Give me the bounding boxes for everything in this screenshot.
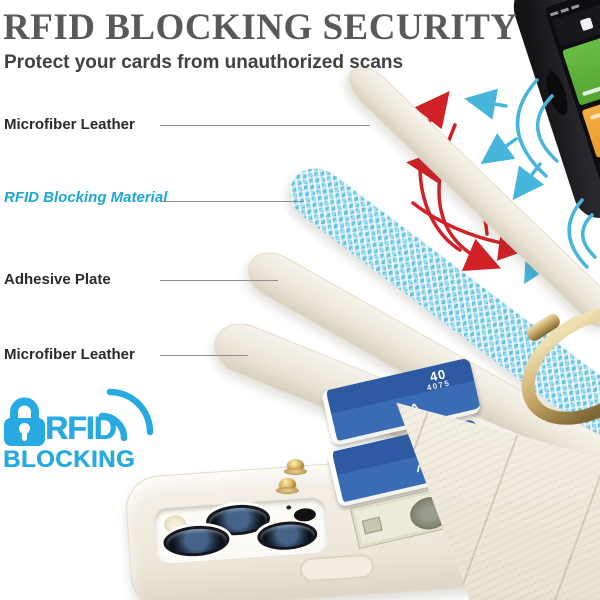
padlock-icon [4,397,45,446]
lidar-sensor [293,507,317,523]
badge-word-blocking: BLOCKING [3,446,135,473]
callout-microfiber-leather-2: Microfiber Leather [4,346,135,363]
gold-rivet [284,459,307,475]
badge-word-rfid: RFID [45,410,117,446]
leader-line [160,125,370,126]
emitted-signal-arcs [515,78,597,269]
kickstand-ring [521,307,600,425]
camera-module [153,496,329,563]
rfid-blocking-badge: RFID BLOCKING [0,388,170,480]
leader-line [160,280,278,281]
callout-adhesive-plate: Adhesive Plate [4,271,111,288]
leader-line [160,201,303,202]
mic-dot [286,505,292,510]
wifi-signal-icon [98,388,154,442]
page-subtitle: Protect your cards from unauthorized sca… [4,52,404,73]
leader-line [160,355,248,356]
callout-microfiber-leather-1: Microfiber Leather [4,116,135,133]
page-title: RFID BLOCKING SECURITY [3,7,518,48]
callout-rfid-blocking-material: RFID Blocking Material [4,189,168,206]
gold-rivet [276,478,299,494]
